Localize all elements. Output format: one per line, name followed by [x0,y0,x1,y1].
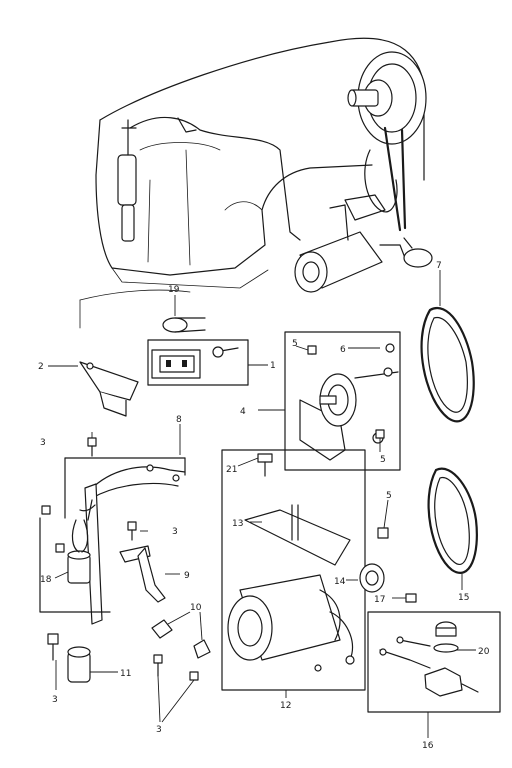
screw-17 [405,593,417,603]
part-4-pulley-assembly [258,331,401,471]
callout-7: 7 [436,261,442,271]
part-10-collars [151,611,211,659]
callout-10: 10 [190,603,202,613]
screw-5c [377,527,389,539]
part-2-bracket [48,361,139,417]
callout-1: 1 [270,361,276,371]
screw-5a [307,345,317,355]
callout-4: 4 [240,407,246,417]
callout-18: 18 [40,575,52,585]
callout-12: 12 [280,701,291,711]
callout-11: 11 [120,669,131,679]
callout-6: 6 [340,345,346,355]
callout-15: 15 [458,593,469,603]
callout-9: 9 [184,571,190,581]
callout-21: 21 [226,465,237,475]
part-15-belt [427,467,478,590]
callout-8: 8 [176,415,182,425]
screw-3b [127,521,137,541]
part-9-lever [119,545,180,603]
handwheel-pulley [347,51,427,232]
screw-3d [153,654,199,681]
part-12-motor-assembly [221,449,366,698]
screw-5b [375,429,385,439]
part-16-connector-kit [367,611,501,738]
installed-motor [294,194,433,293]
callout-17: 17 [374,595,385,605]
callout-5-c: 5 [386,491,392,501]
screw-3c [47,633,59,661]
part-8-harness [64,424,186,625]
screws [41,345,417,681]
callout-13: 13 [232,519,243,529]
part-11-bulb [67,646,118,683]
part-19-clip [162,295,206,333]
part-1-switch [147,339,268,386]
callout-16: 16 [422,741,434,751]
leader-lines [55,345,406,723]
screw-3a [87,437,97,457]
screw-21 [257,453,273,477]
callout-5-b: 5 [380,455,386,465]
callout-3-d: 3 [156,725,162,735]
callout-3-c: 3 [52,695,58,705]
callout-20: 20 [478,647,490,657]
part-7-belt [420,270,475,423]
callout-labels: 1 2 3 3 3 3 4 5 5 5 6 7 8 9 10 11 12 13 … [38,261,490,751]
machine-head [79,37,425,329]
part-14-motor-pulley [346,563,385,593]
callout-3-b: 3 [172,527,178,537]
callout-5-a: 5 [292,339,298,349]
small-screw-left [41,505,65,553]
callout-19: 19 [168,285,180,295]
callout-14: 14 [334,577,346,587]
callout-2: 2 [38,362,44,372]
callout-3-a: 3 [40,438,46,448]
part-20-nut [433,621,476,653]
part-18-lamp-socket [39,517,111,613]
